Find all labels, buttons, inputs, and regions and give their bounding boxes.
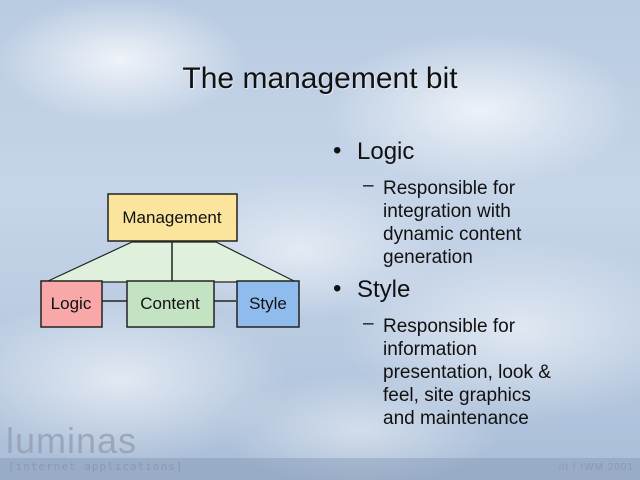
bullet-dot-icon: • [333,275,342,302]
connector-fan [45,241,297,283]
dash-icon: – [363,175,374,196]
node-logic-box [40,280,103,328]
slide-title: The management bit [182,62,458,95]
detail-line: feel, site graphics [383,385,531,406]
node-content-label: Content [140,294,200,313]
bullet-heading: Style [357,276,411,303]
sub-bullet-style: – Responsible for information presentati… [333,313,633,430]
node-management-label: Management [122,208,222,227]
bullet-list: • Logic – Responsible for integration wi… [333,137,633,430]
detail-line: presentation, look & [383,362,551,383]
bullet-style: • Style [333,275,633,304]
detail-line: integration with [383,201,511,222]
detail-line: Responsible for [383,178,516,199]
bullet-dot-icon: • [333,137,342,164]
footer-right-text: nt / IWM 2001 [558,462,634,473]
detail-line: generation [383,247,473,268]
node-content-box [126,280,215,328]
luminas-logo: luminas [6,420,138,461]
sub-bullet-logic: – Responsible for integration with dynam… [333,175,633,269]
footer-band [0,458,640,480]
node-style-label: Style [249,294,287,313]
detail-line: and maintenance [383,408,529,429]
dash-icon: – [363,313,374,334]
detail-line: information [383,339,477,360]
detail-line: dynamic content [383,224,522,245]
node-logic-label: Logic [51,294,92,313]
logo-tagline: [internet applications] [8,460,184,473]
detail-line: Responsible for [383,316,516,337]
node-management-box [107,193,238,242]
bullet-logic: • Logic [333,137,633,166]
node-style-box [236,280,300,328]
bullet-heading: Logic [357,138,415,165]
